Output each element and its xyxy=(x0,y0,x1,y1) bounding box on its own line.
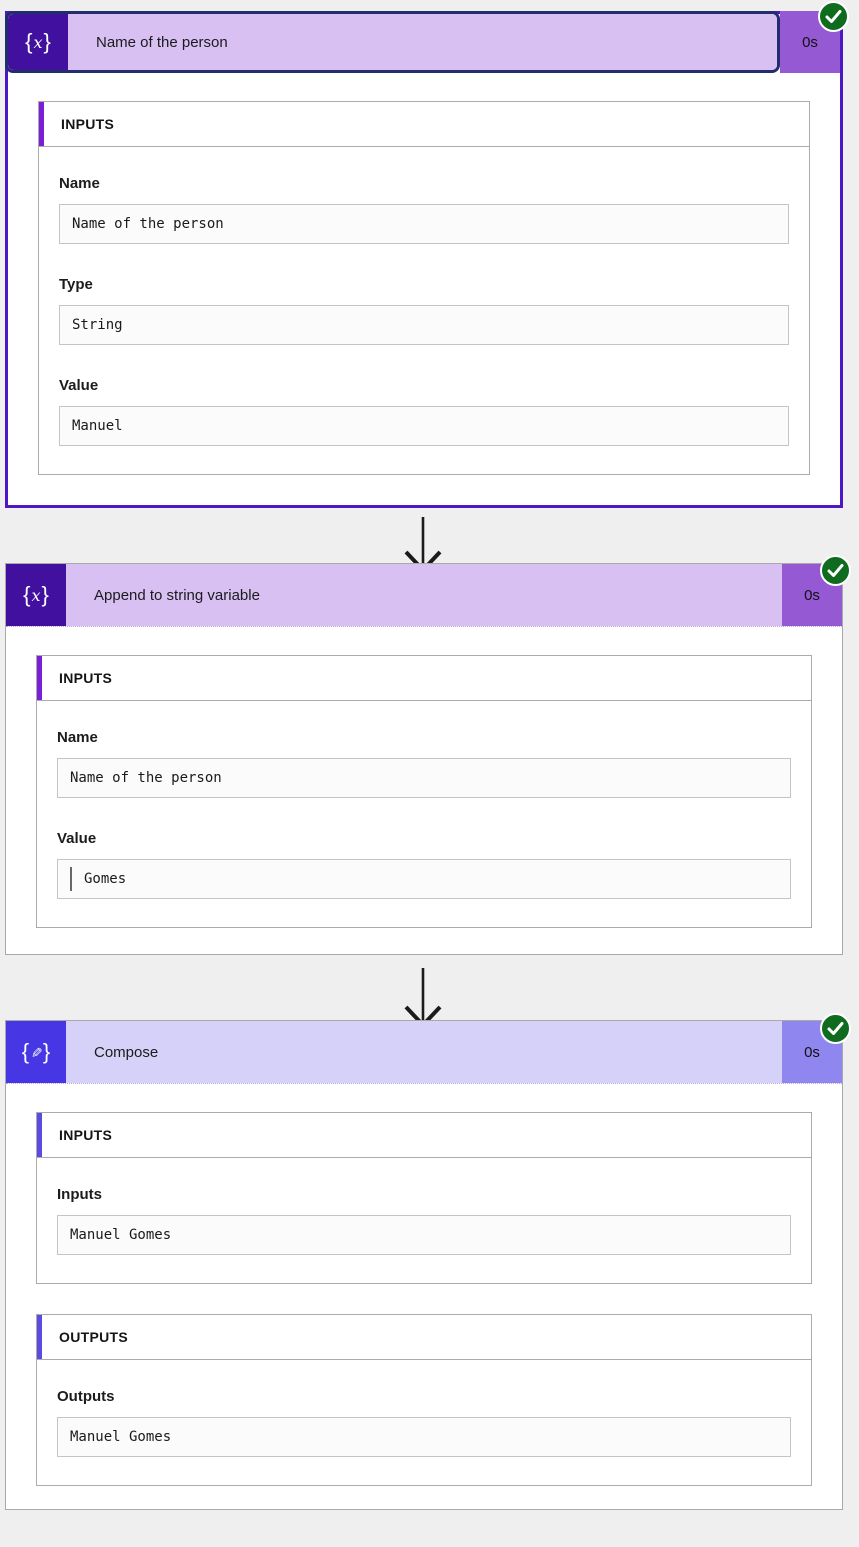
section-heading: INPUTS xyxy=(61,116,115,132)
field-value: Manuel xyxy=(59,406,789,446)
section-heading: OUTPUTS xyxy=(59,1329,128,1345)
variable-icon: {x} xyxy=(8,14,68,70)
outputs-section-header: OUTPUTS xyxy=(37,1315,811,1360)
field-name: Name Name of the person xyxy=(59,173,789,244)
action-body: INPUTS Name Name of the person Value Gom… xyxy=(6,627,842,928)
action-header[interactable]: {x} Name of the person 0s xyxy=(5,11,840,73)
field-label: Outputs xyxy=(57,1388,115,1405)
section-heading: INPUTS xyxy=(59,1127,113,1143)
inputs-section-header: INPUTS xyxy=(39,102,809,147)
field-value: Gomes xyxy=(57,859,791,899)
field-outputs: Outputs Manuel Gomes xyxy=(57,1386,791,1457)
status-success-icon xyxy=(820,555,851,586)
field-label: Inputs xyxy=(57,1186,102,1203)
action-card-name-of-the-person[interactable]: {x} Name of the person 0s INPUTS Name Na… xyxy=(5,1,849,508)
field-value-gomes: Value Gomes xyxy=(57,828,791,899)
inputs-section-header: INPUTS xyxy=(37,1113,811,1158)
field-value: Manuel Gomes xyxy=(57,1417,791,1457)
action-title: Compose xyxy=(66,1021,782,1083)
inputs-section: INPUTS Name Name of the person Value Gom… xyxy=(36,655,812,928)
field-value: Name of the person xyxy=(59,204,789,244)
action-body: INPUTS Name Name of the person Type Stri… xyxy=(8,73,840,475)
field-value: Name of the person xyxy=(57,758,791,798)
field-value: Manuel Gomes xyxy=(57,1215,791,1255)
field-value: String xyxy=(59,305,789,345)
status-success-icon xyxy=(818,1,849,32)
leading-space-marker xyxy=(70,867,72,891)
inputs-section: INPUTS Name Name of the person Type Stri… xyxy=(38,101,810,475)
section-heading: INPUTS xyxy=(59,670,113,686)
inputs-section-header: INPUTS xyxy=(37,656,811,701)
action-card-append-to-string-variable[interactable]: {x} Append to string variable 0s INPUTS … xyxy=(5,555,851,955)
section-accent-bar xyxy=(37,1315,42,1359)
field-label: Name xyxy=(57,729,98,746)
status-success-icon xyxy=(820,1013,851,1044)
action-header[interactable]: {x} Append to string variable 0s xyxy=(6,564,842,627)
field-type: Type String xyxy=(59,274,789,345)
section-content: Name Name of the person Value Gomes xyxy=(37,701,811,927)
compose-icon: {✎} xyxy=(6,1021,66,1083)
section-accent-bar xyxy=(37,656,42,700)
field-inputs: Inputs Manuel Gomes xyxy=(57,1184,791,1255)
action-header-main[interactable]: {x} Append to string variable xyxy=(6,564,782,626)
field-name: Name Name of the person xyxy=(57,727,791,798)
section-accent-bar xyxy=(37,1113,42,1157)
action-body: INPUTS Inputs Manuel Gomes OUTPUTS Outpu… xyxy=(6,1084,842,1486)
pencil-icon: ✎ xyxy=(28,1046,45,1058)
action-card-compose[interactable]: {✎} Compose 0s INPUTS Inputs Manuel Gome… xyxy=(5,1013,851,1510)
section-content: Inputs Manuel Gomes xyxy=(37,1158,811,1283)
action-header[interactable]: {✎} Compose 0s xyxy=(6,1021,842,1084)
variable-icon: {x} xyxy=(6,564,66,626)
action-title: Name of the person xyxy=(68,14,777,70)
field-label: Type xyxy=(59,276,93,293)
action-header-main[interactable]: {x} Name of the person xyxy=(5,11,780,73)
outputs-section: OUTPUTS Outputs Manuel Gomes xyxy=(36,1314,812,1486)
section-content: Outputs Manuel Gomes xyxy=(37,1360,811,1485)
field-value-manuel: Value Manuel xyxy=(59,375,789,446)
action-header-main[interactable]: {✎} Compose xyxy=(6,1021,782,1083)
field-label: Value xyxy=(57,830,97,847)
section-accent-bar xyxy=(39,102,44,146)
field-label: Value xyxy=(59,377,99,394)
action-title: Append to string variable xyxy=(66,564,782,626)
field-label: Name xyxy=(59,175,100,192)
inputs-section: INPUTS Inputs Manuel Gomes xyxy=(36,1112,812,1284)
section-content: Name Name of the person Type String Valu… xyxy=(39,147,809,474)
